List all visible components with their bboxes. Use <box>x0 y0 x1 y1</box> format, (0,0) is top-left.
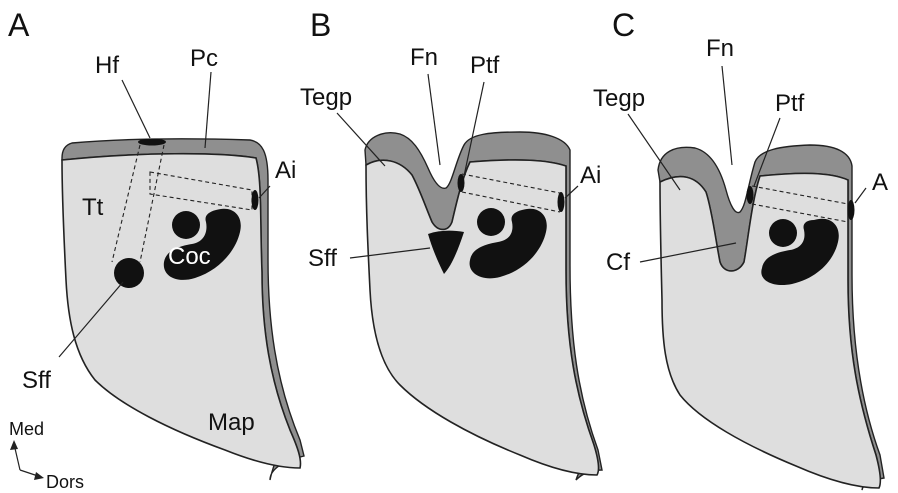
panel-b-label-tegp: Tegp <box>300 84 352 111</box>
orientation-medial-arrowhead <box>10 440 18 450</box>
panel-a-label-tt: Tt <box>82 194 104 221</box>
panel-c-body <box>660 173 880 488</box>
panel-a-ai-structure <box>252 190 259 210</box>
panel-b-leader-fn <box>428 74 440 165</box>
panel-a-sff <box>114 258 144 288</box>
panel-c-label-cf: Cf <box>606 249 630 276</box>
panel-c-ptf-structure <box>747 186 754 204</box>
panel-b-ai-structure <box>558 192 565 212</box>
panel-c-coc-round <box>769 219 797 247</box>
panel-a-hf-opening <box>138 139 166 146</box>
panel-a-label-pc: Pc <box>190 45 218 72</box>
panel-b: B Fn Ptf Tegp Ai Sff <box>300 7 602 480</box>
panel-b-label-fn: Fn <box>410 44 438 71</box>
panel-a-coc-round <box>172 211 200 239</box>
panel-a-leader-hf <box>122 80 150 138</box>
panel-b-letter: B <box>310 7 331 43</box>
orientation-medial-label: Med <box>9 419 44 439</box>
orientation-dorsal-label: Dors <box>46 472 84 492</box>
panel-c-leader-fn <box>722 66 732 165</box>
panel-a-label-map: Map <box>208 409 255 436</box>
panel-a-label-ai: Ai <box>275 157 296 184</box>
panel-b-label-sff: Sff <box>308 245 337 272</box>
panel-c-letter: C <box>612 7 635 43</box>
panel-a-label-hf: Hf <box>95 52 119 79</box>
panel-c-leader-a <box>855 188 866 203</box>
panel-b-coc-round <box>477 208 505 236</box>
panel-c-ai-structure <box>848 200 855 220</box>
panel-b-ptf-structure <box>458 174 465 192</box>
panel-a-leader-pc <box>205 72 211 148</box>
panel-c-label-fn: Fn <box>706 35 734 62</box>
panel-b-label-ptf: Ptf <box>470 52 500 79</box>
panel-c-label-ptf: Ptf <box>775 90 805 117</box>
orientation-arrows: Med Dors <box>9 419 84 492</box>
panel-b-label-ai: Ai <box>580 162 601 189</box>
panel-a-label-coc: Coc <box>168 243 211 270</box>
panel-c-label-tegp: Tegp <box>593 85 645 112</box>
orientation-dorsal-arrowhead <box>34 472 44 480</box>
panel-c-label-a: A <box>872 169 888 196</box>
panel-a-letter: A <box>8 7 30 43</box>
panel-a-label-sff: Sff <box>22 367 51 394</box>
panel-a: A Hf Pc Ai Tt Coc Sff Map Med Dors <box>8 7 304 492</box>
panel-c: C Fn Ptf Tegp A Cf <box>593 7 888 490</box>
